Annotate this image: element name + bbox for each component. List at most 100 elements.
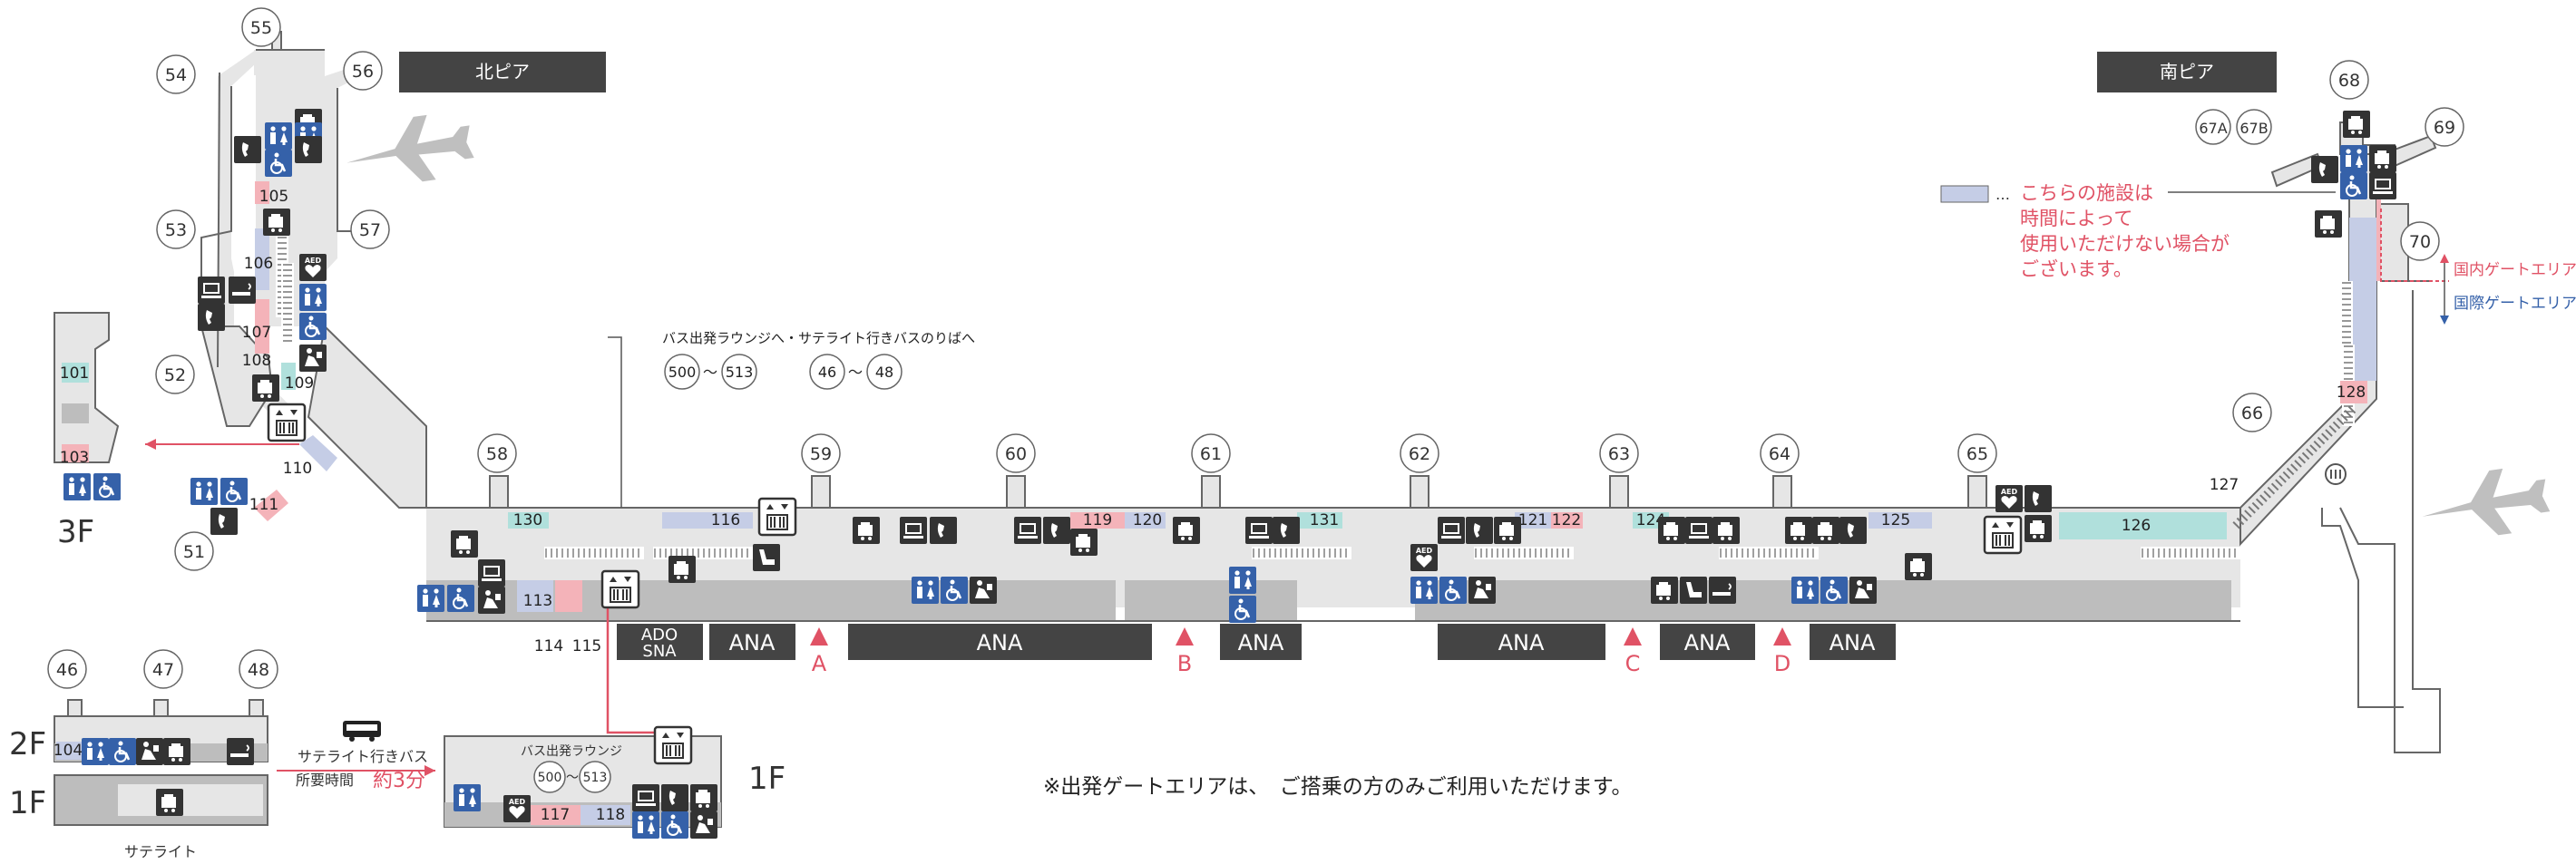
phone-icon	[930, 517, 957, 544]
counter-ana-6: ANA	[1830, 630, 1876, 655]
lounge-icon	[1680, 577, 1707, 604]
room-number-127: 127	[2210, 476, 2239, 494]
letter-c: C	[1625, 651, 1641, 676]
gate-number-62: 62	[1409, 444, 1430, 464]
counter-ana-5: ANA	[1684, 630, 1731, 655]
counter-ana-2: ANA	[977, 630, 1023, 655]
computer-icon	[1014, 517, 1041, 544]
gate-number-53: 53	[165, 220, 187, 240]
gate-number-61: 61	[1200, 444, 1222, 464]
accessible-toilet-icon	[2338, 170, 2369, 201]
shop-icon	[1658, 517, 1685, 544]
gate-circle	[1400, 433, 1439, 473]
svg-text:513: 513	[583, 771, 608, 785]
lounge-name: バス出発ラウンジ	[521, 744, 622, 759]
phone-icon	[661, 784, 688, 811]
trash-icon	[2325, 463, 2347, 485]
phone-icon	[2025, 485, 2052, 512]
gate-number-58: 58	[486, 444, 508, 464]
north-pier-label-bg	[399, 52, 606, 92]
phone-icon	[198, 304, 225, 331]
legend-line-2: 時間によって	[2020, 208, 2132, 229]
phone-icon	[210, 508, 238, 535]
elevator-icon	[600, 569, 640, 609]
phone-icon	[234, 136, 261, 163]
south-pier-label: 南ピア	[2160, 61, 2214, 83]
smoking-room-icon	[1708, 576, 1737, 605]
toilet-icon	[1410, 577, 1438, 604]
gate-number-66: 66	[2241, 403, 2263, 423]
phone-icon	[1466, 517, 1493, 544]
letter-a: A	[812, 651, 827, 676]
floor-1f-label: 1F	[9, 785, 46, 821]
gate-circle	[350, 209, 390, 249]
accessible-toilet-icon	[298, 311, 328, 342]
gate-circle	[156, 209, 196, 249]
gate-circle	[996, 433, 1036, 473]
counter-ana-1: ANA	[729, 630, 776, 655]
room-number-130: 130	[513, 511, 542, 529]
phone-icon	[2311, 156, 2338, 183]
svg-text:46: 46	[818, 364, 836, 381]
gate-circle	[2236, 109, 2272, 145]
accessible-toilet-icon	[92, 471, 122, 502]
shop-icon	[156, 789, 183, 816]
gate-circle	[477, 433, 517, 473]
gate-stubs	[489, 475, 1987, 509]
gate-circle	[241, 7, 281, 47]
baby-care-icon	[1849, 577, 1877, 604]
room-number-108: 108	[242, 352, 271, 370]
room-number-128: 128	[2337, 383, 2366, 402]
svg-text:〜: 〜	[566, 771, 579, 785]
required-time-value: 約3分	[373, 770, 425, 792]
gate-number-68: 68	[2338, 71, 2360, 91]
shop-icon	[451, 530, 478, 558]
gate-circle	[156, 54, 196, 94]
room-number-103: 103	[60, 449, 89, 467]
accessible-toilet-icon	[107, 736, 138, 767]
legend: … こちらの施設は 時間によって 使用いただけない場合が ございます。	[1940, 182, 2336, 280]
gate-circle	[174, 531, 214, 571]
gate-circle	[1957, 433, 1997, 473]
room-number-101: 101	[60, 364, 89, 383]
shop-icon	[2369, 145, 2396, 172]
room-number-115: 115	[572, 637, 601, 655]
shop-icon	[263, 209, 290, 236]
elevator-icon	[653, 725, 693, 765]
room-number-131: 131	[1310, 511, 1339, 529]
toilet-icon	[1229, 567, 1256, 594]
gate-circle	[1760, 433, 1800, 473]
shop-icon	[668, 556, 696, 583]
baby-care-icon	[970, 577, 997, 604]
gate-circle	[2425, 107, 2464, 147]
letter-markers: A B C D	[810, 627, 1791, 676]
letter-b: B	[1177, 651, 1192, 676]
toilet-icon	[265, 122, 292, 150]
svg-text:〜: 〜	[848, 364, 863, 381]
satellite-bus-label: サテライト行きバス	[298, 748, 428, 765]
gate-number-52: 52	[164, 365, 186, 385]
bus-info-title: バス出発ラウンジへ・サテライト行きバスのりばへ	[662, 330, 975, 346]
accessible-toilet-icon	[445, 583, 476, 614]
gate-circle	[2195, 109, 2231, 145]
accessible-toilet-icon	[1227, 594, 1258, 625]
baby-care-icon	[690, 811, 717, 839]
gate-number-65: 65	[1966, 444, 1988, 464]
bus-icon	[343, 721, 381, 742]
room-number-106: 106	[244, 255, 273, 273]
counter-ana-4: ANA	[1498, 630, 1545, 655]
accessible-toilet-icon	[1438, 575, 1469, 606]
elevator-icon	[757, 497, 797, 537]
aed-icon	[299, 254, 327, 281]
room-number-121: 121	[1518, 511, 1547, 529]
room-number-114: 114	[534, 637, 563, 655]
shop-icon	[1785, 517, 1812, 544]
toilet-icon	[190, 478, 218, 505]
gate-circle	[801, 433, 841, 473]
smoking-room-icon	[226, 737, 255, 766]
airline-counter-bars	[617, 624, 1896, 660]
gate-number-69: 69	[2434, 118, 2455, 138]
room-number-118: 118	[596, 806, 625, 824]
counter-ana-3: ANA	[1238, 630, 1284, 655]
